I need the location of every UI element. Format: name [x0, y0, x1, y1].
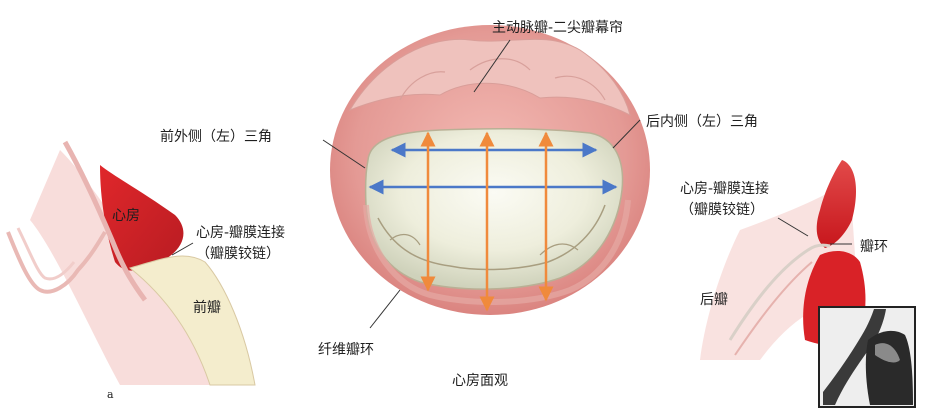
central-valve — [322, 25, 650, 329]
inset-tissue-light — [875, 343, 900, 363]
curtain-fold-lines — [399, 58, 606, 101]
leaflet-coaptation-line — [377, 204, 606, 271]
label-anterior-leaflet: 前瓣 — [193, 300, 221, 316]
label-posteromedial-trigone: 后内侧（左）三角 — [646, 114, 758, 130]
anterior-leaflet-shape — [128, 255, 256, 386]
panel-letter: a — [107, 388, 114, 401]
valve-orifice — [364, 128, 624, 290]
label-fibrous-annulus: 纤维瓣环 — [318, 342, 374, 358]
right-hinge-curve-2 — [734, 261, 813, 356]
left-vessel-curve-2 — [16, 227, 76, 281]
label-atrial-view: 心房面观 — [452, 373, 508, 389]
left-hinge-pointer — [171, 242, 194, 256]
label-posterior-leaflet: 后瓣 — [700, 292, 728, 308]
label-annulus: 瓣环 — [860, 239, 888, 255]
inset-tissue-band — [823, 309, 886, 405]
curtain-pointer — [473, 39, 511, 93]
label-left-hinge-line1: 心房-瓣膜连接 — [196, 225, 286, 241]
anterolateral-pointer — [322, 139, 366, 169]
label-aortic-curtain: 主动脉瓣-二尖瓣幕帘 — [492, 20, 624, 36]
left-vessel-curve — [6, 230, 107, 294]
inset-tissue-mass — [865, 330, 913, 405]
label-left-atrium: 心房 — [112, 208, 140, 224]
posteromedial-pointer — [612, 119, 641, 149]
aortic-root-wall — [62, 140, 148, 302]
label-right-hinge-line2: （瓣膜铰链） — [680, 202, 764, 218]
annulus-pointer — [369, 289, 401, 329]
label-anterolateral-trigone: 前外侧（左）三角 — [160, 129, 272, 145]
right-hinge-curve — [728, 243, 831, 341]
left-atrium-wall — [100, 165, 184, 271]
left-cross-section — [6, 140, 256, 386]
aortic-curtain-folds — [348, 38, 631, 116]
right-atrium-wall — [816, 160, 857, 248]
histology-inset — [818, 306, 916, 408]
label-right-hinge-line1: 心房-瓣膜连接 — [680, 181, 770, 197]
right-hinge-pointer — [777, 217, 809, 237]
label-left-hinge-line2: （瓣膜铰链） — [196, 246, 280, 262]
